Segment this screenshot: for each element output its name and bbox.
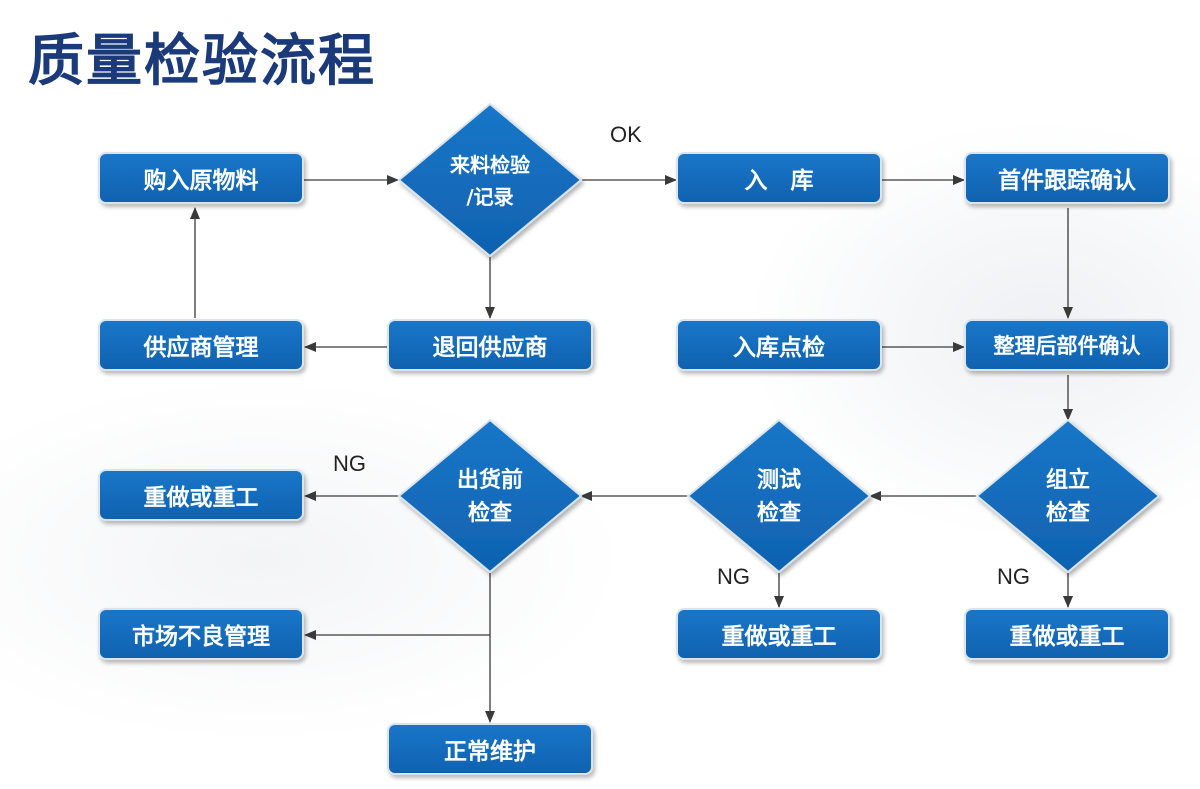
diamond-assembly-inspection xyxy=(975,418,1161,574)
page-title: 质量检验流程 xyxy=(28,29,376,94)
node-rework-2: 重做或重工 xyxy=(676,608,882,660)
node-return-supplier: 退回供应商 xyxy=(387,319,593,371)
diamond-pre-shipment-label: 出货前 检查 xyxy=(456,468,523,526)
ng-label-shipment: NG xyxy=(333,451,366,476)
node-supplier-mgmt: 供应商管理 xyxy=(98,319,304,371)
ng-label-test: NG xyxy=(717,564,750,589)
node-warehouse-check: 入库点检 xyxy=(676,319,882,371)
diamond-test-inspection-label: 测试 检查 xyxy=(756,468,801,526)
diamond-test-inspection xyxy=(686,418,872,574)
diamond-pre-shipment xyxy=(397,418,583,574)
node-post-sort-confirm: 整理后部件确认 xyxy=(964,319,1170,371)
diamond-assembly-inspection-label: 组立 检查 xyxy=(1045,468,1090,526)
ok-label: OK xyxy=(610,122,642,147)
diamond-incoming-inspection-label: 来料检验 /记录 xyxy=(450,153,530,209)
node-rework-3: 重做或重工 xyxy=(964,608,1170,660)
node-maintenance: 正常维护 xyxy=(387,723,593,775)
ng-label-assembly: NG xyxy=(997,564,1030,589)
node-warehousing: 入 库 xyxy=(676,152,882,204)
node-purchase: 购入原物料 xyxy=(98,152,304,204)
node-first-article: 首件跟踪确认 xyxy=(964,152,1170,204)
node-rework-1: 重做或重工 xyxy=(98,469,304,521)
diamond-incoming-inspection xyxy=(397,102,583,258)
node-field-defect-mgmt: 市场不良管理 xyxy=(98,608,304,660)
